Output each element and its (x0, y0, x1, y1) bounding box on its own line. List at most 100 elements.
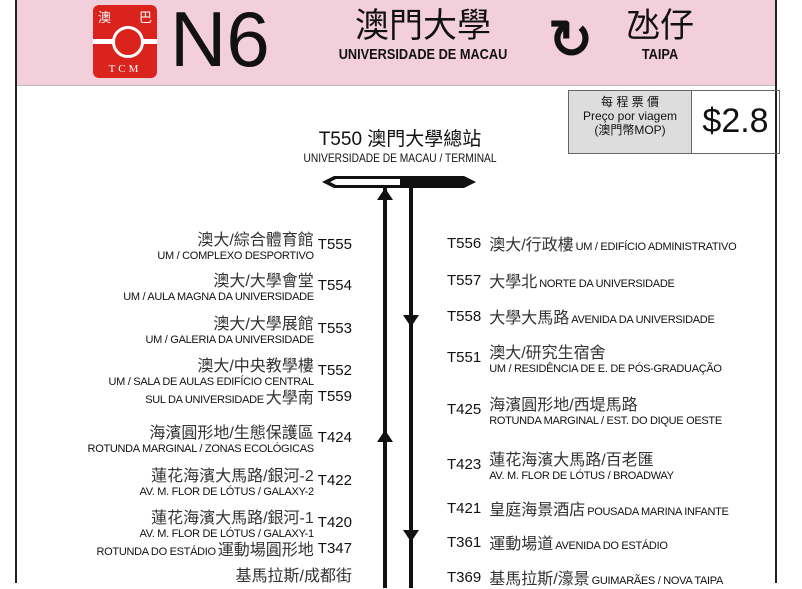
stop-code: T369 (447, 568, 482, 586)
bus-icon (112, 26, 144, 58)
stop-code: T425 (447, 400, 482, 418)
stop-zh: 澳大/大學展館 (213, 316, 314, 333)
fare-value: $2.8 (702, 102, 769, 140)
stop-pt: AVENIDA DO ESTÁDIO (555, 540, 668, 552)
stop-code: T347 (317, 539, 352, 557)
fare-label-pt: Preço por viagem (582, 109, 678, 123)
stop-zh: 海濱圓形地/生態保護區 (149, 425, 314, 442)
stop-pt: AV. M. FLOR DE LÓTUS / GALAXY-2 (139, 486, 314, 498)
stop-pt: ROTUNDA MARGINAL / ZONAS ECOLÓGICAS (87, 443, 315, 455)
stop-pt: UM / SALA DE AULAS EDIFÍCIO CENTRAL (108, 376, 315, 388)
stop-pt: AVENIDA DA UNIVERSIDADE (571, 314, 715, 326)
fare-label-zh: 每 程 票 價 (600, 95, 659, 109)
route-line-up (383, 188, 387, 588)
circular-arrow-icon: ↻ (548, 10, 594, 70)
fare-label: 每 程 票 價 Preço por viagem (澳門幣MOP) (569, 91, 692, 153)
stop-code: T361 (447, 533, 482, 551)
arrow-down-icon (403, 530, 419, 542)
route-header: 澳 巴 TCM (17, 0, 775, 86)
stop-pt: POUSADA MARINA INFANTE (587, 506, 729, 518)
stop-zh: 運動場道 (489, 536, 554, 553)
sign-frame (15, 0, 777, 583)
arrow-down-icon (403, 315, 419, 327)
terminal-pt: UNIVERSIDADE DE MACAU / TERMINAL (303, 151, 497, 165)
stop-partial: 基馬拉斯/成都街 (236, 562, 352, 586)
stop-pt: SUL DA UNIVERSIDADE (145, 394, 264, 406)
stop-pt: UM / COMPLEXO DESPORTIVO (157, 250, 314, 262)
stop-pt: UM / GALERIA DA UNIVERSIDADE (145, 334, 315, 346)
stop-code: T422 (317, 471, 352, 489)
stop-zh: 澳大/研究生宿舍 (489, 345, 606, 362)
stop-code: T558 (447, 307, 482, 325)
stop-pt: UM / EDIFÍCIO ADMINISTRATIVO (575, 241, 737, 253)
stop-zh: 皇庭海景酒店 (489, 502, 586, 519)
stop-zh: 蓮花海濱大馬路/銀河-2 (151, 468, 314, 485)
stop-pt: AV. M. FLOR DE LÓTUS / GALAXY-1 (139, 528, 314, 540)
terminal-zh: T550 澳門大學總站 (318, 129, 482, 150)
stop-code: T553 (317, 319, 352, 337)
stop-zh: 澳大/大學會堂 (213, 273, 314, 290)
stop-code: T554 (317, 276, 352, 294)
stop-zh: 基馬拉斯/濠景 (489, 571, 590, 588)
logo-char: 澳 (98, 10, 112, 25)
stop-code: T559 (317, 387, 352, 405)
stop-code: T421 (447, 499, 482, 517)
stop-pt: ROTUNDA MARGINAL / EST. DO DIQUE OESTE (489, 415, 722, 427)
stop-zh: 澳大/綜合體育館 (197, 232, 314, 249)
stop-zh: 大學大馬路 (489, 310, 570, 327)
route-number: N6 (170, 0, 270, 83)
stop-code: T423 (447, 455, 482, 473)
stop-zh: 澳大/行政樓 (489, 237, 574, 254)
route-line-down (409, 188, 413, 588)
origin-zh: 澳門大學 (355, 7, 491, 45)
arrow-up-icon (377, 430, 393, 442)
stop-zh: 澳大/中央教學樓 (197, 358, 314, 375)
stop-zh: 運動場圓形地 (217, 542, 314, 559)
stop-pt: NORTE DA UNIVERSIDADE (539, 278, 675, 290)
stop-pt: GUIMARÃES / NOVA TAIPA (591, 575, 724, 587)
stop-code: T556 (447, 234, 482, 252)
stop-zh: 大學北 (489, 274, 538, 291)
stop-pt: AV. M. FLOR DE LÓTUS / BROADWAY (489, 470, 674, 482)
terminal-bar (322, 176, 476, 188)
terminal-stop: T550 澳門大學總站 UNIVERSIDADE DE MACAU / TERM… (250, 124, 550, 165)
stop-code: T557 (447, 271, 482, 289)
origin: 澳門大學 UNIVERSIDADE DE MACAU (318, 6, 528, 63)
origin-pt: UNIVERSIDADE DE MACAU (338, 46, 508, 63)
fare-currency: (澳門幣MOP) (594, 123, 666, 137)
arrow-up-icon (377, 188, 393, 200)
stop-zh: 蓮花海濱大馬路/百老匯 (489, 452, 654, 469)
stop-zh: 蓮花海濱大馬路/銀河-1 (151, 510, 314, 527)
tcm-logo: 澳 巴 TCM (93, 5, 157, 78)
stop-code: T424 (317, 428, 352, 446)
stop-zh: 基馬拉斯/成都街 (235, 568, 352, 585)
stop-code: T555 (317, 235, 352, 253)
fare-box: 每 程 票 價 Preço por viagem (澳門幣MOP) $2.8 (568, 90, 780, 154)
stop-pt: UM / RESIDÊNCIA DE E. DE PÓS-GRADUAÇÃO (489, 363, 722, 375)
destination-pt: TAIPA (641, 46, 679, 63)
stop-pt: UM / AULA MAGNA DA UNIVERSIDADE (123, 291, 314, 303)
stop-zh: 大學南 (265, 390, 314, 407)
stop-code: T552 (317, 361, 352, 379)
stop-pt: ROTUNDA DO ESTÁDIO (96, 546, 217, 558)
destination-zh: 氹仔 (626, 7, 694, 45)
logo-char: 巴 (138, 10, 152, 25)
stop-code: T420 (317, 513, 352, 531)
destination: 氹仔 TAIPA (610, 6, 710, 63)
stop-zh: 海濱圓形地/西堤馬路 (489, 397, 638, 414)
